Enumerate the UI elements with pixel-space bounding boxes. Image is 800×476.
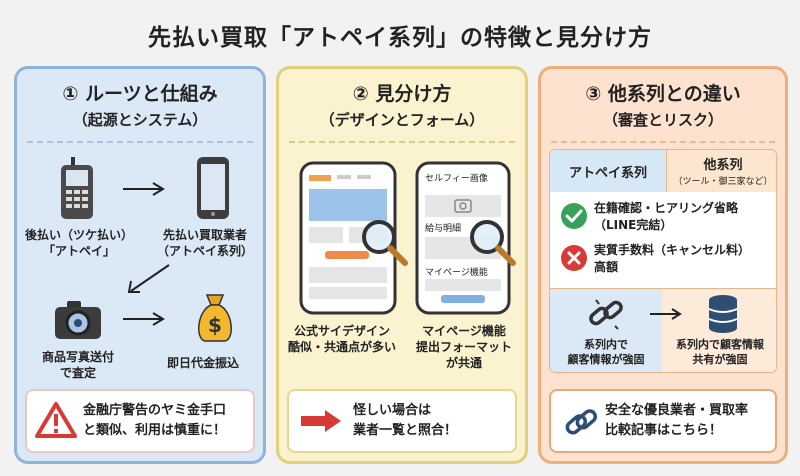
form-label-mypage: マイページ機能 <box>425 268 488 278</box>
panel-roots: ① ルーツと仕組み （起源とシステム） 後払い（ツケ払い） 「アトペイ」 先払い… <box>14 66 266 464</box>
panel-roots-heading: ① ルーツと仕組み <box>62 83 218 105</box>
panel-differences: ③ 他系列との違い （審査とリスク） アトペイ系列 他系列 （ツール・御三家など… <box>538 66 788 464</box>
caption-form: マイページ機能 提出フォーマット が共通 <box>415 324 512 370</box>
cross-point-text: 実質手数料（キャンセル料） 高額 <box>594 243 751 274</box>
check-icon <box>561 203 587 229</box>
divider <box>551 141 775 143</box>
panel-identify: ② 見分け方 （デザインとフォーム） セルフィー画像 給与明細 マイページ機能 … <box>276 66 528 464</box>
svg-text:$: $ <box>208 313 222 337</box>
panel-identify-heading: ② 見分け方 <box>352 83 452 105</box>
camera-icon <box>55 301 101 339</box>
table-header-atopay: アトペイ系列 <box>550 150 666 192</box>
right-info-text: 系列内で顧客情報 共有が強固 <box>676 338 764 366</box>
feature-phone-icon <box>61 157 93 219</box>
warning-text: 金融庁警告のヤミ金手口 と類似、利用は慎重に！ <box>83 403 227 438</box>
form-label-payslip: 給与明細 <box>425 224 462 234</box>
panel-identify-subheading: （デザインとフォーム） <box>319 111 485 129</box>
database-icon <box>708 295 738 333</box>
magnifier-icon <box>470 220 516 266</box>
panel-roots-subheading: （起源とシステム） <box>72 111 208 129</box>
phone-mock-form <box>415 161 511 315</box>
arrow-right-icon <box>123 182 165 196</box>
warning-box: 金融庁警告のヤミ金手口 と類似、利用は慎重に！ <box>25 389 255 453</box>
comparison-article-link[interactable]: 安全な優良業者・買取率 比較記事はこちら！ <box>549 389 777 453</box>
money-bag-icon: $ <box>198 294 232 342</box>
smartphone-caption: 先払い買取業者 （アトペイ系列） <box>156 228 253 258</box>
money-caption: 即日代金振込 <box>166 356 239 370</box>
warning-icon <box>35 402 77 438</box>
broken-link-icon <box>589 299 623 330</box>
arrow-right-icon <box>650 308 682 320</box>
arrow-right-icon <box>123 312 165 326</box>
red-arrow-icon <box>301 410 341 432</box>
table-header-others: 他系列 （ツール・御三家など） <box>666 150 776 192</box>
link-icon <box>565 409 598 435</box>
divider <box>289 141 515 143</box>
check-note-box: 怪しい場合は 業者一覧と照合！ <box>287 389 517 453</box>
check-note-text: 怪しい場合は 業者一覧と照合！ <box>353 403 458 438</box>
divider <box>27 141 253 143</box>
caption-site-design: 公式サイデザイン 酷似・共通点が多い <box>287 324 396 354</box>
form-label-selfie: セルフィー画像 <box>425 174 488 184</box>
feature-phone-caption: 後払い（ツケ払い） 「アトペイ」 <box>24 228 133 258</box>
check-point-text: 在籍確認・ヒアリング省略 （LINE完結） <box>594 201 739 232</box>
page-title: 先払い買取「アトペイ系列」の特徴と見分け方 <box>148 25 652 51</box>
smartphone-icon <box>197 157 229 219</box>
cross-icon <box>561 245 587 271</box>
comparison-table: アトペイ系列 他系列 （ツール・御三家など） 在籍確認・ヒアリング省略 （LIN… <box>549 149 777 373</box>
panel-differences-heading: ③ 他系列との違い <box>585 83 741 105</box>
camera-caption: 商品写真送付 で査定 <box>41 350 114 380</box>
left-info-text: 系列内で 顧客情報が強固 <box>567 338 645 366</box>
magnifier-icon <box>362 220 408 266</box>
cta-text: 安全な優良業者・買取率 比較記事はこちら！ <box>605 403 749 438</box>
info-sharing-row: 系列内で 顧客情報が強固 系列内で顧客情報 共有が強固 <box>550 288 776 372</box>
arrow-diagonal-icon <box>127 264 170 293</box>
panel-differences-subheading: （審査とリスク） <box>602 111 723 129</box>
